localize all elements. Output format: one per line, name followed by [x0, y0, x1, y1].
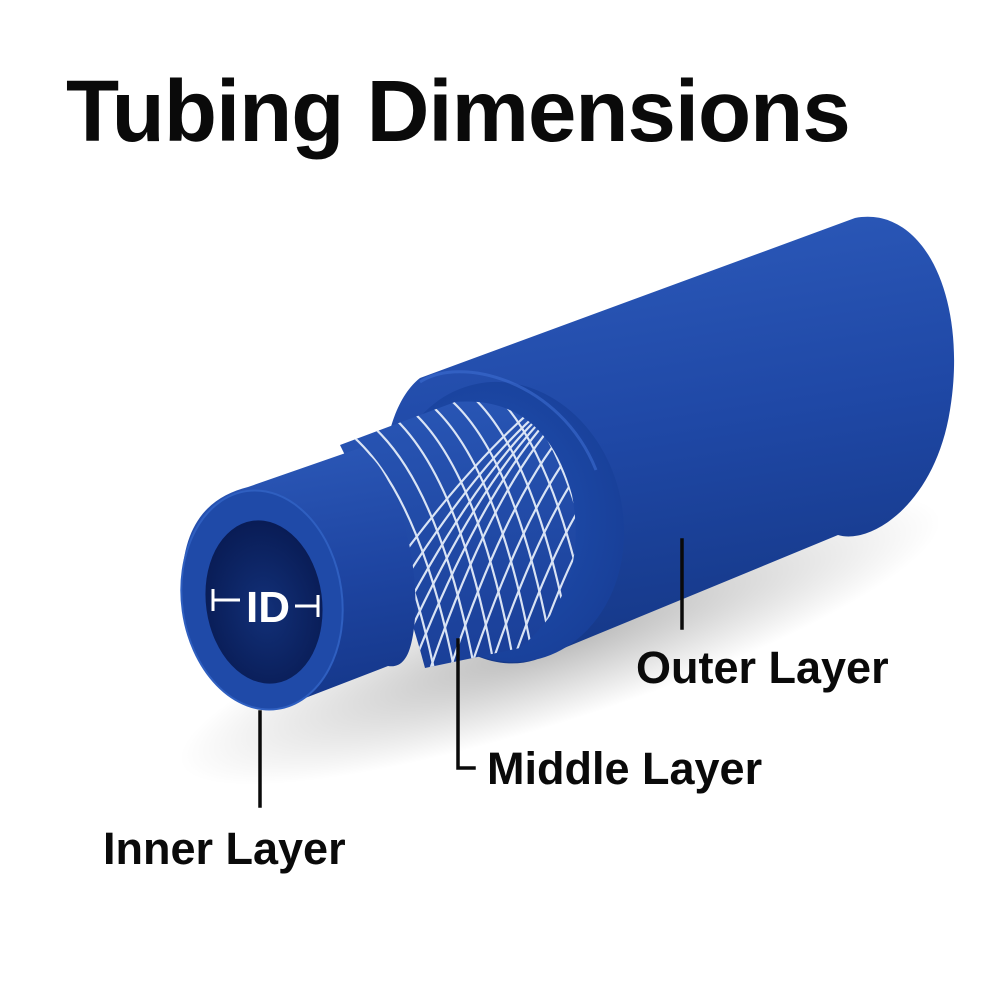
id-dimension-marker	[211, 589, 320, 617]
diagram-title: Tubing Dimensions	[66, 63, 851, 160]
outer-layer-label: Outer Layer	[636, 642, 889, 693]
outer-layer-rim-highlight	[419, 370, 598, 471]
inner-layer-face-edge	[180, 489, 344, 711]
middle-layer-label: Middle Layer	[487, 743, 763, 794]
middle-layer-body	[340, 401, 576, 668]
inner-layer-label: Inner Layer	[103, 823, 346, 874]
inner-bore	[205, 520, 323, 684]
id-label: ID	[246, 583, 290, 632]
middle-layer-leader	[456, 638, 476, 770]
